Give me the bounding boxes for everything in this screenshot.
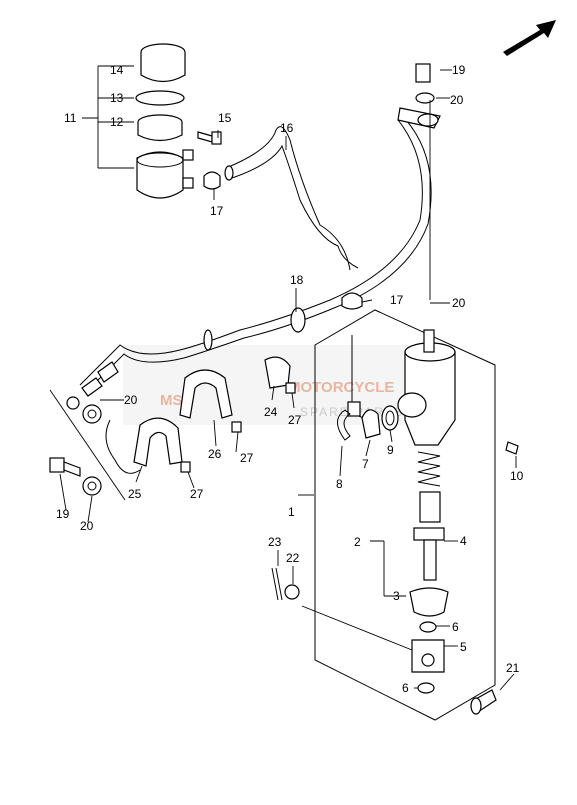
label-p16: 16 [280, 121, 294, 135]
label-p5: 5 [460, 640, 467, 654]
part-labels: 1 2 3 4 5 6 6 7 8 9 10 11 12 13 14 15 16… [56, 63, 524, 695]
left-banjo-parts [49, 389, 126, 501]
leader-lines [59, 65, 517, 691]
brake-hose [66, 63, 441, 410]
reservoir-hose [224, 126, 359, 271]
label-p6b: 6 [402, 681, 409, 695]
label-p15: 15 [218, 111, 232, 125]
hose-brackets [105, 356, 296, 474]
label-p4: 4 [460, 534, 467, 548]
label-p27b: 27 [240, 451, 254, 465]
label-p2: 2 [354, 535, 361, 549]
label-p6a: 6 [452, 620, 459, 634]
label-p20c: 20 [124, 393, 138, 407]
label-p10: 10 [510, 469, 524, 483]
label-p1-1: 1 [288, 505, 295, 519]
master-cylinder-outline [314, 309, 496, 721]
label-p17b: 17 [390, 293, 404, 307]
label-p12: 12 [110, 115, 124, 129]
label-p22: 22 [286, 551, 300, 565]
label-p21: 21 [506, 661, 520, 675]
label-p3: 3 [393, 589, 400, 603]
label-p11: 11 [64, 111, 77, 125]
label-p19a: 19 [452, 63, 466, 77]
label-p26: 26 [208, 447, 222, 461]
label-p25: 25 [128, 487, 142, 501]
label-p24: 24 [264, 405, 278, 419]
label-p27c: 27 [190, 487, 204, 501]
label-p7: 7 [362, 457, 369, 471]
label-p23: 23 [268, 535, 282, 549]
label-p20b: 20 [452, 296, 466, 310]
reservoir-assembly [135, 43, 222, 199]
front-direction-arrow-icon [503, 20, 556, 56]
label-p17a: 17 [210, 204, 224, 218]
label-p18: 18 [290, 273, 304, 287]
label-p20d: 20 [80, 519, 94, 533]
watermark-line1: MOTORCYCLE [288, 379, 394, 396]
label-p9: 9 [387, 443, 394, 457]
label-p27a: 27 [288, 413, 302, 427]
label-p20a: 20 [450, 93, 464, 107]
label-p13: 13 [110, 91, 124, 105]
label-p19b: 19 [56, 507, 70, 521]
label-p14: 14 [110, 63, 124, 77]
hose-clamp [341, 292, 363, 310]
master-cylinder [271, 329, 519, 715]
label-p8: 8 [336, 477, 343, 491]
